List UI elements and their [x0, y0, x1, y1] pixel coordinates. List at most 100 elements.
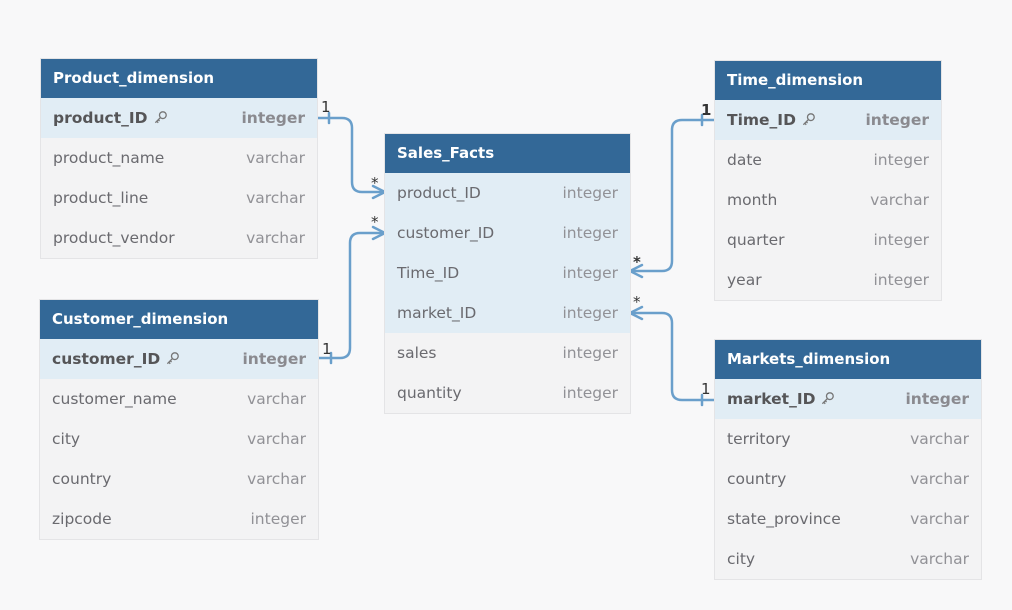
table-row[interactable]: city varchar	[715, 539, 981, 579]
key-icon	[167, 352, 180, 365]
field-type: varchar	[870, 191, 929, 209]
field-name: country	[727, 470, 787, 488]
field-name: country	[52, 470, 112, 488]
table-row[interactable]: product_vendor varchar	[41, 218, 317, 258]
key-icon	[822, 392, 835, 405]
field-type: integer	[562, 304, 619, 322]
field-type: integer	[562, 264, 619, 282]
field-name: quantity	[397, 384, 462, 402]
field-name: territory	[727, 430, 791, 448]
rel-customer-sales	[316, 231, 387, 360]
rel-product-sales	[315, 116, 387, 194]
field-name: sales	[397, 344, 437, 362]
table-row[interactable]: market_ID integer	[715, 379, 981, 419]
table-row[interactable]: territory varchar	[715, 419, 981, 459]
table-row[interactable]: quarter integer	[715, 220, 941, 260]
card-customer-one: 1	[322, 340, 332, 358]
field-name: customer_ID	[397, 224, 495, 242]
table-product-dimension[interactable]: Product_dimension product_ID integer pro…	[41, 59, 317, 258]
field-name: product_ID	[53, 98, 168, 138]
table-header[interactable]: Time_dimension	[715, 61, 941, 100]
table-row[interactable]: zipcode integer	[40, 499, 318, 539]
table-row[interactable]: country varchar	[40, 459, 318, 499]
table-row[interactable]: market_ID integer	[385, 293, 630, 333]
field-type: integer	[905, 390, 969, 408]
field-name: zipcode	[52, 510, 112, 528]
field-type: varchar	[247, 390, 306, 408]
field-type: varchar	[910, 430, 969, 448]
key-icon	[802, 113, 815, 126]
field-name: product_ID	[397, 184, 481, 202]
table-row[interactable]: customer_ID integer	[385, 213, 630, 253]
table-header[interactable]: Markets_dimension	[715, 340, 981, 379]
table-time-dimension[interactable]: Time_dimension Time_ID integer date integ…	[715, 61, 941, 300]
field-type: integer	[241, 109, 305, 127]
card-time-one: 1	[701, 101, 712, 119]
rel-time-sales	[628, 118, 717, 273]
field-type: varchar	[246, 229, 305, 247]
field-type: integer	[562, 384, 619, 402]
rel-markets-sales	[628, 311, 717, 402]
card-markets-many: *	[633, 293, 641, 311]
field-type: integer	[562, 224, 619, 242]
table-row[interactable]: product_line varchar	[41, 178, 317, 218]
field-name: product_line	[53, 189, 149, 207]
field-type: varchar	[910, 550, 969, 568]
field-type: varchar	[910, 510, 969, 528]
field-name: quarter	[727, 231, 785, 249]
table-row[interactable]: quantity integer	[385, 373, 630, 413]
field-name: year	[727, 271, 762, 289]
table-header[interactable]: Sales_Facts	[385, 134, 630, 173]
field-name: product_name	[53, 149, 165, 167]
table-markets-dimension[interactable]: Markets_dimension market_ID integer terr…	[715, 340, 981, 579]
field-name: city	[727, 550, 756, 568]
field-type: integer	[250, 510, 307, 528]
field-name: customer_name	[52, 390, 177, 408]
field-type: integer	[873, 271, 930, 289]
field-name: market_ID	[727, 379, 835, 419]
table-row[interactable]: customer_name varchar	[40, 379, 318, 419]
field-type: varchar	[247, 470, 306, 488]
field-type: varchar	[246, 189, 305, 207]
field-name: Time_ID	[397, 264, 460, 282]
field-type: varchar	[910, 470, 969, 488]
field-name: market_ID	[397, 304, 477, 322]
field-type: integer	[562, 344, 619, 362]
table-customer-dimension[interactable]: Customer_dimension customer_ID integer c…	[40, 300, 318, 539]
table-row[interactable]: product_ID integer	[41, 98, 317, 138]
table-row[interactable]: country varchar	[715, 459, 981, 499]
key-icon	[154, 111, 167, 124]
field-name: product_vendor	[53, 229, 175, 247]
field-name: month	[727, 191, 778, 209]
table-row[interactable]: Time_ID integer	[715, 100, 941, 140]
card-product-many: *	[371, 174, 379, 192]
field-type: integer	[873, 231, 930, 249]
card-markets-one: 1	[701, 380, 711, 398]
field-name: city	[52, 430, 81, 448]
card-time-many: *	[633, 253, 641, 271]
field-name: customer_ID	[52, 339, 180, 379]
field-type: varchar	[246, 149, 305, 167]
field-type: integer	[865, 111, 929, 129]
table-row[interactable]: Time_ID integer	[385, 253, 630, 293]
table-header[interactable]: Product_dimension	[41, 59, 317, 98]
field-type: integer	[873, 151, 930, 169]
table-row[interactable]: year integer	[715, 260, 941, 300]
table-row[interactable]: date integer	[715, 140, 941, 180]
field-name: state_province	[727, 510, 841, 528]
table-row[interactable]: product_name varchar	[41, 138, 317, 178]
field-name: Time_ID	[727, 100, 816, 140]
table-header[interactable]: Customer_dimension	[40, 300, 318, 339]
field-type: integer	[242, 350, 306, 368]
table-row[interactable]: customer_ID integer	[40, 339, 318, 379]
field-name: date	[727, 151, 762, 169]
table-row[interactable]: month varchar	[715, 180, 941, 220]
table-row[interactable]: state_province varchar	[715, 499, 981, 539]
card-customer-many: *	[371, 213, 379, 231]
table-row[interactable]: sales integer	[385, 333, 630, 373]
